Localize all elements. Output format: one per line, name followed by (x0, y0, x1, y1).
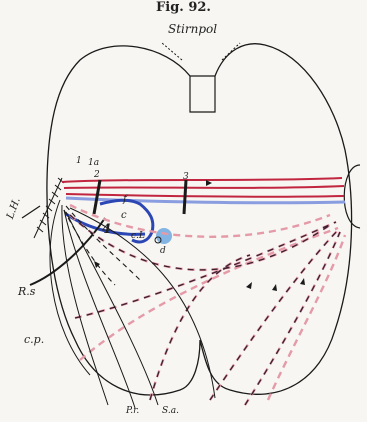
label-cl: c.L (131, 231, 145, 241)
dark-dashed-fibers (70, 215, 340, 405)
pole-dotted-line-left (162, 43, 182, 60)
label-rs: R.s (18, 285, 35, 298)
lh-pointer-line (22, 206, 40, 218)
label-4: 4 (102, 222, 111, 237)
label-sa: S.a. (162, 406, 179, 416)
blue-blob (156, 228, 172, 244)
top-notch (190, 76, 215, 112)
pole-label: Stirnpol (168, 22, 217, 36)
label-1: 1 (76, 156, 82, 166)
red-fibers (62, 178, 344, 197)
label-pr: P.r. (126, 406, 139, 416)
label-cp: c.p. (24, 333, 44, 346)
pole-dotted-line-right (222, 43, 240, 60)
label-3: 3 (183, 172, 189, 182)
label-f: f (123, 194, 127, 205)
label-1a: 1a (88, 158, 99, 168)
black-dashed-fan (64, 206, 140, 285)
pink-dashed-fibers (70, 205, 345, 405)
label-c: c (121, 210, 127, 221)
label-2: 2 (94, 170, 100, 180)
label-d: d (160, 246, 166, 256)
figure-title: Fig. 92. (0, 0, 367, 15)
